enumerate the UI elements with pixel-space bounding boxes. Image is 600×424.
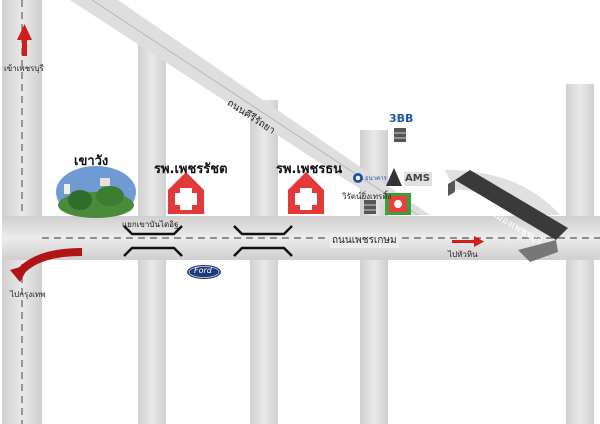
arrow-right-icon (452, 236, 484, 247)
building-icon (394, 128, 406, 142)
ams-logo-icon (386, 168, 432, 186)
label-khao-wang: เขาวัง (74, 154, 109, 169)
road-vertical-2 (250, 100, 278, 424)
khao-wang-photo (56, 166, 136, 218)
label-to-hua-hin: ไปหัวหิน (448, 250, 478, 259)
ford-logo-icon (187, 265, 221, 279)
label-ford: Ford (194, 266, 212, 275)
hospital-cross-icon (168, 172, 204, 214)
bank-logo-icon (353, 173, 363, 183)
label-bank: ธนาคาร ... (365, 175, 395, 182)
bridge-symbol-1 (123, 225, 183, 257)
label-ams: AMS (405, 173, 430, 184)
building-icon-2 (364, 200, 376, 214)
label-to-bangkok: ไปกรุงเทพ (10, 290, 46, 299)
arrow-up-icon (17, 24, 32, 56)
curved-arrow-icon (10, 248, 83, 282)
label-3bb: 3BB (389, 112, 414, 125)
label-hospital-2: รพ.เพชรธน (276, 162, 343, 177)
hospital-cross-icon-2 (288, 172, 324, 214)
overpass-bar (448, 170, 568, 262)
shop-logo (385, 193, 411, 215)
label-shop: วิรัตน์ยิ่งเทรดิ้ง (342, 192, 392, 201)
label-hospital-1: รพ.เพชรรัชต (154, 162, 228, 177)
road-diagonal (70, 0, 430, 215)
label-road-phetkasem: ถนนเพชรเกษม (330, 233, 399, 248)
label-junction: แยกเขาบันไดอิฐ (122, 220, 179, 229)
bridge-symbol-2 (233, 225, 293, 257)
label-to-phetchaburi: เข้าเพชรบุรี (4, 64, 44, 73)
